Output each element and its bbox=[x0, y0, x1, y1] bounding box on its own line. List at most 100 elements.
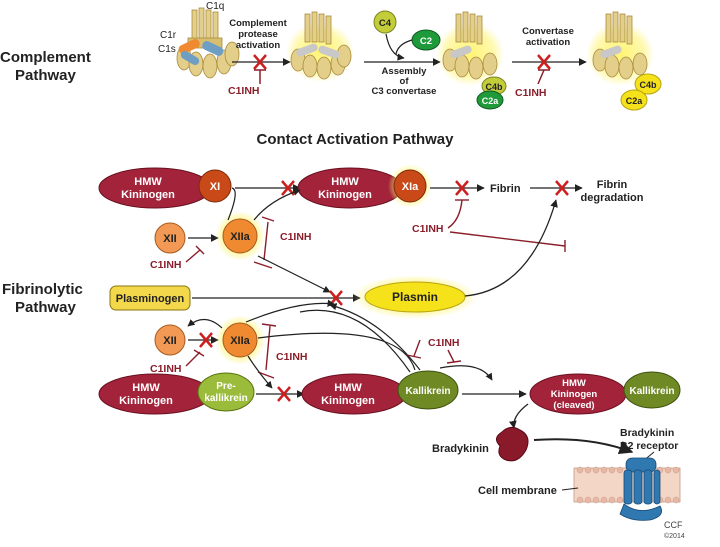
arrow-c4-in bbox=[385, 33, 405, 61]
factor-xiia-2 bbox=[222, 322, 258, 358]
c1q-label: C1q bbox=[206, 1, 224, 12]
b2-receptor-label: Bradykinin bbox=[620, 427, 674, 439]
c1inh-label-6: C1INH bbox=[150, 363, 182, 375]
hmw-kininogen-2-line2: Kininogen bbox=[318, 189, 372, 201]
b2-receptor-label-2: B2 receptor bbox=[620, 440, 678, 452]
hmw-kininogen-4 bbox=[301, 373, 407, 415]
c1inh-label-4: C1INH bbox=[150, 259, 182, 271]
factor-xi bbox=[198, 169, 232, 203]
c4b-label-1: C4b bbox=[485, 82, 503, 92]
block-x-5 bbox=[555, 180, 569, 196]
c1-complex-4 bbox=[586, 11, 654, 86]
hmw-kininogen-1-line1: HMW bbox=[134, 176, 162, 188]
inhibit-line-2 bbox=[537, 69, 545, 85]
contact-pathway-title: Contact Activation Pathway bbox=[257, 131, 455, 148]
bradykinin-molecule bbox=[496, 426, 529, 462]
kallikrein-2 bbox=[623, 371, 681, 409]
plasminogen-label: Plasminogen bbox=[116, 293, 185, 305]
fibrin-label: Fibrin bbox=[490, 183, 521, 195]
c2a-molecule-1 bbox=[476, 90, 504, 110]
hmw-kininogen-1 bbox=[98, 167, 212, 209]
hmw-kininogen-4-line2: Kininogen bbox=[321, 395, 375, 407]
factor-xii-1 bbox=[154, 222, 186, 254]
block-x-1 bbox=[253, 54, 267, 70]
fibrin-degradation-label: Fibrin bbox=[597, 179, 628, 191]
factor-xii-1-label: XII bbox=[163, 233, 176, 245]
bradykinin-label: Bradykinin bbox=[432, 443, 489, 455]
c1inh-label-7: C1INH bbox=[276, 351, 308, 363]
factor-xiia-1 bbox=[222, 218, 258, 254]
c1-complex-2 bbox=[286, 11, 354, 82]
block-x-8 bbox=[277, 386, 291, 402]
hmw-kininogen-2-line1: HMW bbox=[331, 176, 359, 188]
c4b-label-2: C4b bbox=[639, 80, 657, 90]
inhibit-line-9 bbox=[406, 354, 422, 359]
c1inh-label-2: C1INH bbox=[515, 87, 547, 99]
b2-receptor bbox=[619, 457, 663, 521]
protease-activation-label: Complement bbox=[229, 18, 287, 29]
c2a-molecule-2 bbox=[620, 89, 648, 111]
block-x-7 bbox=[199, 332, 213, 348]
c2a-label-2: C2a bbox=[626, 96, 644, 106]
complement-pathway-label-2: Pathway bbox=[15, 67, 77, 84]
c4-label: C4 bbox=[379, 18, 392, 29]
convertase-activation-label-2: activation bbox=[526, 37, 571, 48]
plasmin bbox=[364, 281, 466, 313]
assembly-label: Assembly bbox=[382, 66, 428, 77]
credit-label: CCF bbox=[664, 520, 683, 530]
hmw-cleaved-line2: Kininogen bbox=[551, 389, 598, 400]
kallikrein-1-label: Kallikrein bbox=[405, 386, 450, 397]
hmw-kininogen-1-line2: Kininogen bbox=[121, 189, 175, 201]
hmw-cleaved-line1: HMW bbox=[562, 378, 586, 389]
factor-xiia-2-label: XIIa bbox=[230, 335, 250, 347]
hmw-kininogen-3-line1: HMW bbox=[132, 382, 160, 394]
credit-year: ©2014 bbox=[664, 532, 685, 540]
plasminogen bbox=[109, 285, 191, 311]
hmw-cleaved-line3: (cleaved) bbox=[553, 400, 594, 411]
hmw-kininogen-3-line2: Kininogen bbox=[119, 395, 173, 407]
c1inh-label-3: C1INH bbox=[412, 223, 444, 235]
inhibit-line-10 bbox=[446, 360, 462, 364]
fibrinolytic-pathway-label: Fibrinolytic bbox=[2, 281, 83, 298]
assembly-label-2: of bbox=[400, 76, 410, 87]
factor-xia-label: XIa bbox=[402, 181, 419, 193]
c1inh-label-5: C1INH bbox=[280, 231, 312, 243]
factor-xiia-1-label: XIIa bbox=[230, 231, 250, 243]
block-x-2 bbox=[537, 54, 551, 70]
prekallikrein bbox=[197, 372, 255, 412]
cell-membrane-label: Cell membrane bbox=[478, 485, 557, 497]
arrow-xiia-plasmin bbox=[257, 255, 331, 293]
arrow-kallikrein-plasmin bbox=[329, 303, 421, 371]
plasmin-label: Plasmin bbox=[392, 290, 438, 304]
fibrin-degradation-label-2: degradation bbox=[581, 192, 644, 204]
inhibit-line-7 bbox=[193, 349, 205, 357]
arrow-xiia-to-xia bbox=[253, 188, 301, 221]
c1s-label: C1s bbox=[158, 44, 176, 55]
c1inh-label-1: C1INH bbox=[228, 85, 260, 97]
inhibit-line-8 bbox=[261, 323, 277, 327]
arrow-xiia-feedback bbox=[187, 318, 223, 329]
prekallikrein-label-2: kallikrein bbox=[204, 393, 247, 404]
hmw-kininogen-4-line1: HMW bbox=[334, 382, 362, 394]
factor-xia bbox=[393, 169, 427, 203]
factor-xi-label: XI bbox=[210, 181, 220, 193]
protease-activation-label-3: activation bbox=[236, 40, 281, 51]
hmw-kininogen-2 bbox=[297, 167, 403, 209]
block-x-4 bbox=[455, 180, 469, 196]
factor-xii-2 bbox=[154, 324, 186, 356]
fibrinolytic-pathway-label-2: Pathway bbox=[15, 299, 77, 316]
inhibit-line-5 bbox=[195, 245, 205, 255]
arrow-bradykinin-receptor bbox=[533, 438, 634, 455]
inhibit-line-6 bbox=[261, 216, 275, 222]
c1-complex-1 bbox=[176, 7, 240, 79]
c2-label: C2 bbox=[420, 36, 432, 47]
c1r-label: C1r bbox=[160, 30, 177, 41]
c1inh-label-8: C1INH bbox=[428, 337, 460, 349]
assembly-label-3: C3 convertase bbox=[372, 86, 437, 97]
kallikrein-2-label: Kallikrein bbox=[629, 386, 674, 397]
c4-molecule bbox=[373, 10, 397, 34]
kallikrein-1 bbox=[397, 370, 459, 410]
hmw-kininogen-3 bbox=[98, 373, 212, 415]
